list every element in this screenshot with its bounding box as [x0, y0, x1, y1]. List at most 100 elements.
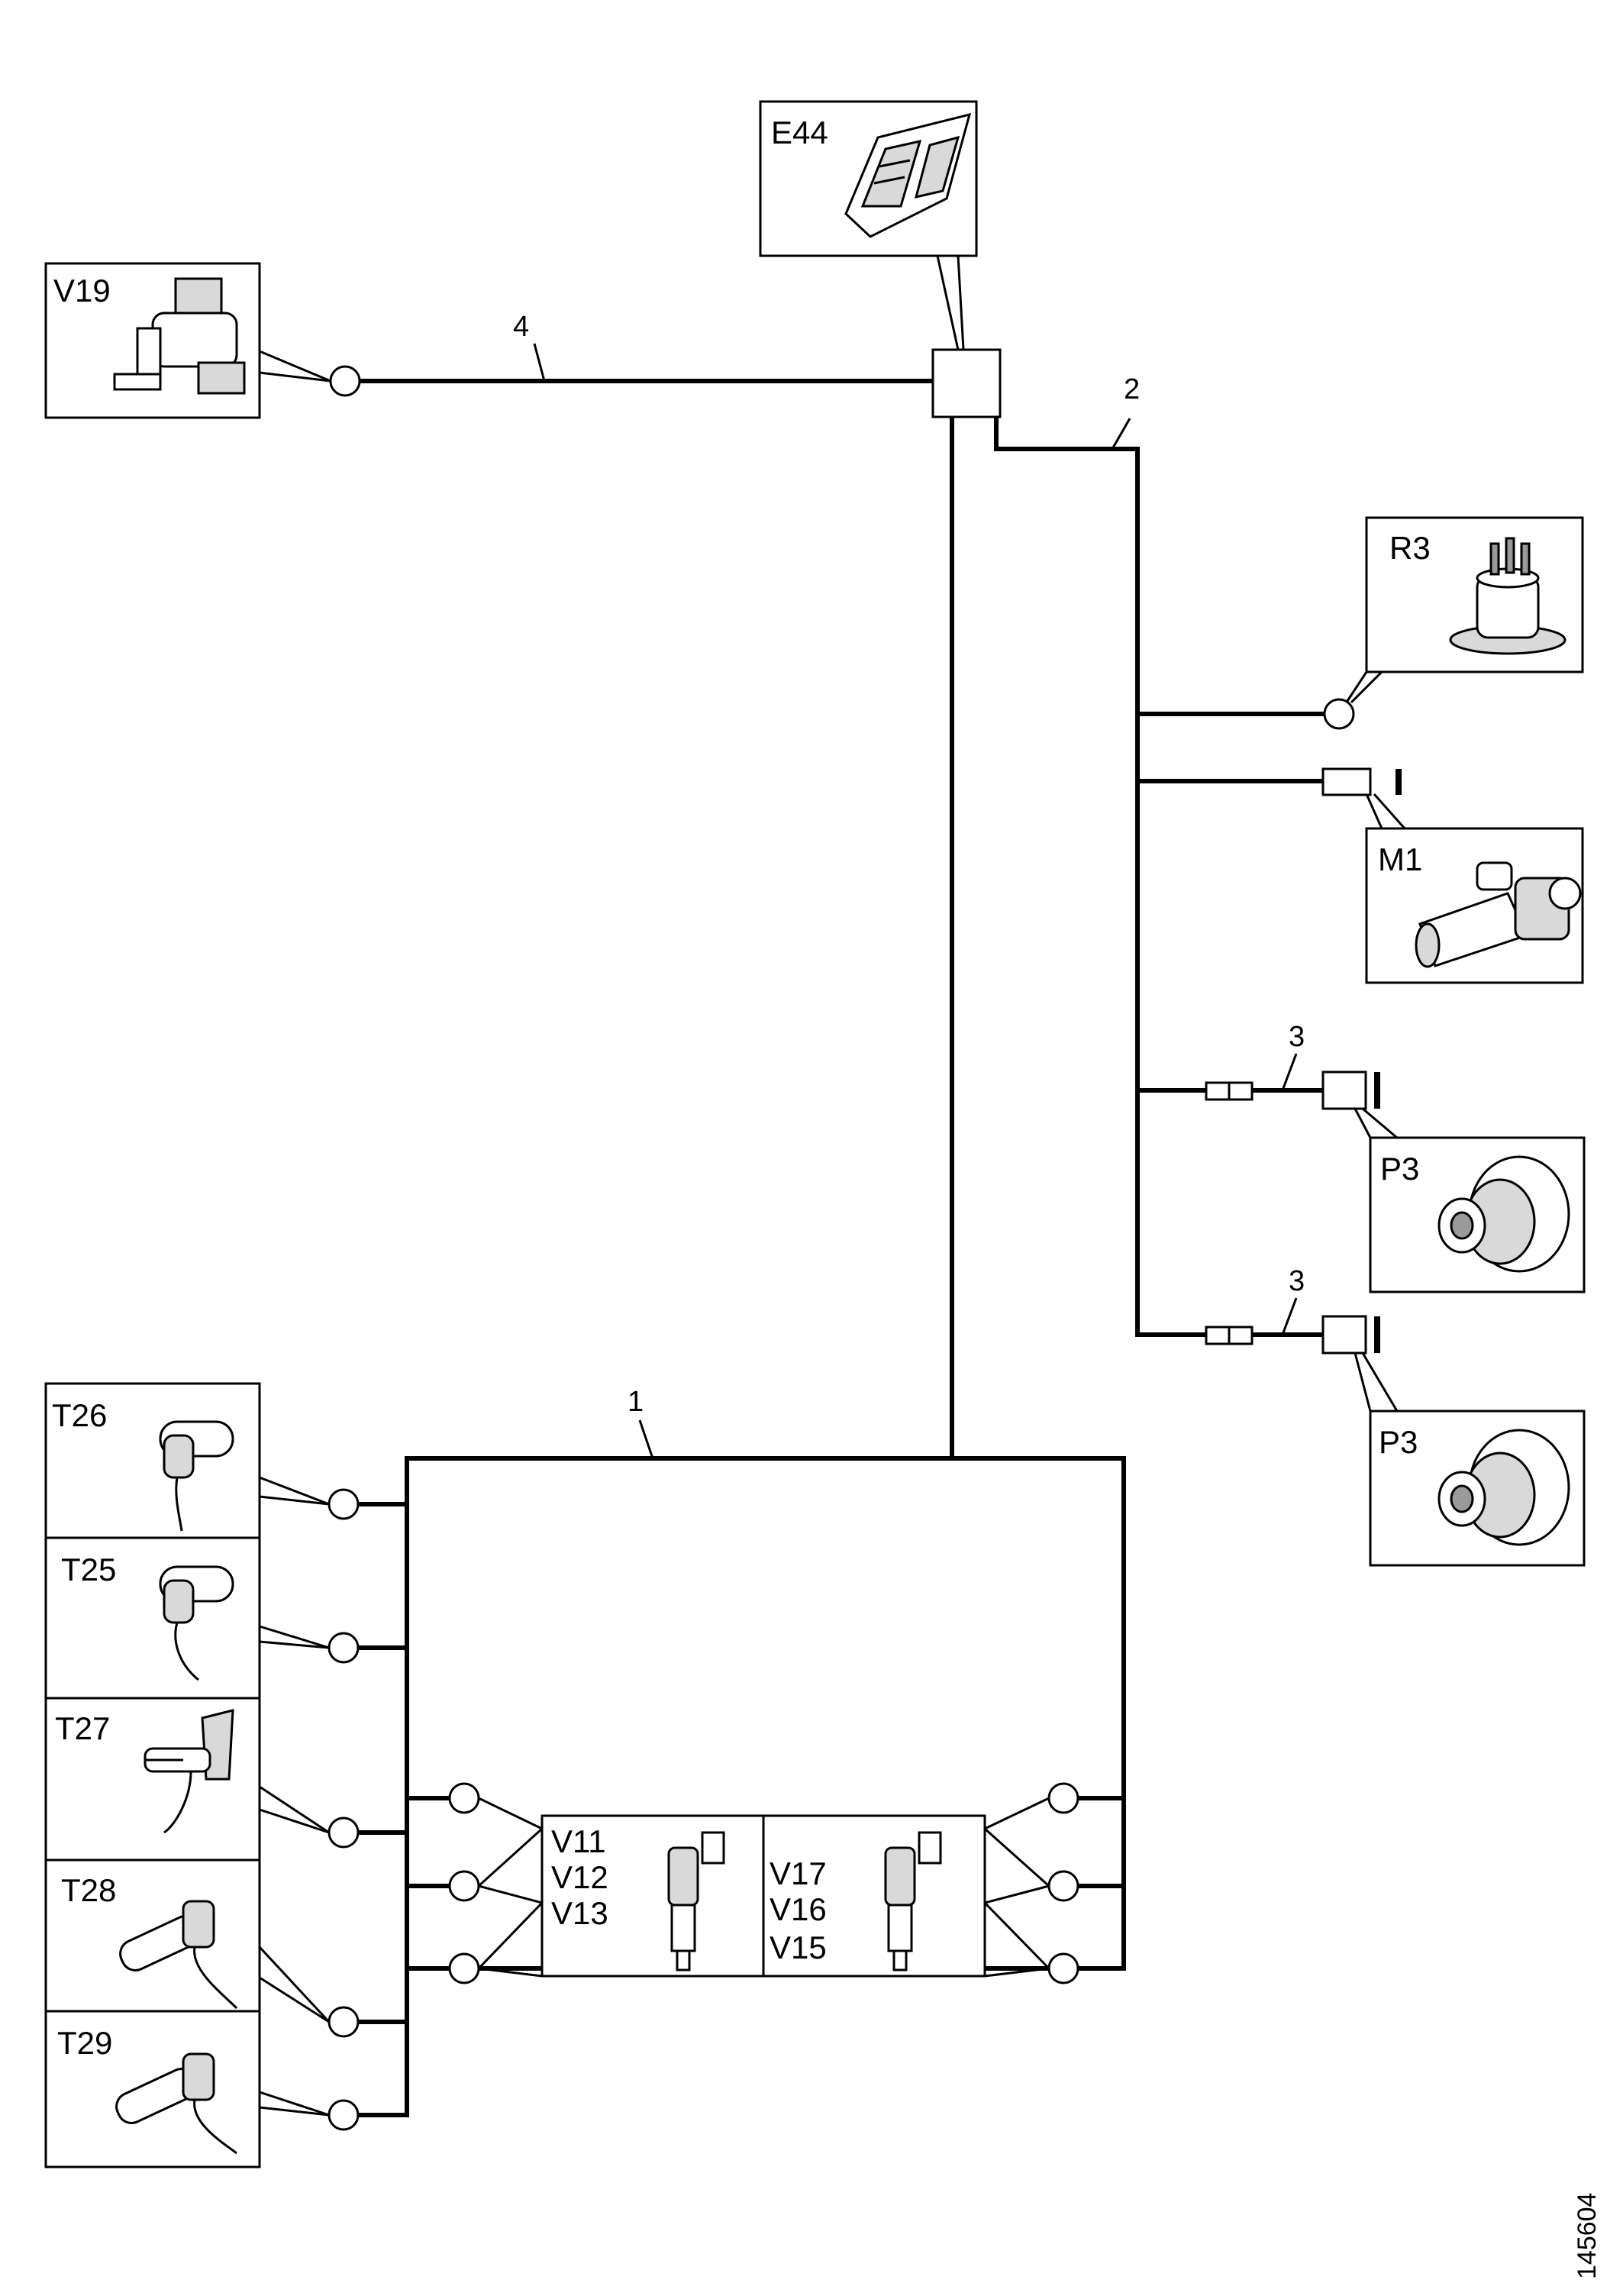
- starter-end: [1415, 922, 1441, 968]
- harness-4-number: 4: [513, 311, 529, 343]
- p3-upper-box: P3: [1369, 1136, 1586, 1293]
- ecu-detail-b: [879, 159, 911, 168]
- injector-left-coil: [667, 1846, 699, 1907]
- t26-leader-a: [259, 1476, 330, 1506]
- t28-leader-a: [258, 1946, 331, 2023]
- t28-cable: [193, 1946, 238, 2010]
- p3-upper-leader-b: [1362, 1107, 1398, 1139]
- harness-3-upper-leader: [1281, 1053, 1298, 1091]
- e44-box: E44: [759, 100, 978, 257]
- starter-solenoid: [1476, 861, 1513, 891]
- r3-connector: [1323, 698, 1355, 730]
- t29-head: [182, 2052, 215, 2101]
- harness-3-upper-inline-b: [1228, 1081, 1254, 1101]
- v11-label: V11: [551, 1823, 606, 1859]
- t25-cable: [174, 1622, 199, 1681]
- harness-3-lower-leader: [1281, 1297, 1298, 1335]
- t26-cable: [175, 1477, 183, 1532]
- harness-wires: [343, 379, 1327, 2117]
- harness-3-upper-inline-a: [1205, 1081, 1231, 1101]
- harness-2-wire: [994, 414, 1140, 1337]
- alternator-hub: [1450, 1211, 1474, 1240]
- t26-frame: [44, 1382, 261, 1539]
- injector-right-illustration: [884, 1831, 942, 1971]
- injector-left-tip: [676, 1949, 691, 1971]
- t26-sensor-illustration: [159, 1420, 234, 1532]
- v12-v13-leader: [477, 1884, 544, 1970]
- v17-connector: [1047, 1782, 1079, 1814]
- p3-lower-label: P3: [1379, 1424, 1418, 1460]
- p3-lower-leader-b: [1361, 1352, 1399, 1412]
- relay-illustration: [1449, 537, 1567, 655]
- injector-right-coil: [884, 1846, 916, 1907]
- injector-right-plug: [918, 1831, 942, 1865]
- v12-connector: [448, 1870, 480, 1902]
- v13-connector: [448, 1952, 480, 1984]
- r3-box: R3: [1365, 516, 1584, 673]
- v12-label: V12: [551, 1859, 608, 1895]
- t29-sensor-illustration: [115, 2052, 237, 2155]
- p3-upper-leader-a: [1354, 1108, 1372, 1138]
- t27-leader-b: [259, 1808, 330, 1834]
- p3-lower-leader-a: [1354, 1352, 1372, 1412]
- p3-upper-plug: [1321, 1070, 1367, 1110]
- t28-leader-b: [259, 1976, 330, 2023]
- v15-label: V15: [770, 1929, 827, 1965]
- v17-v16-leader: [983, 1797, 1050, 1887]
- e44-label: E44: [771, 115, 828, 150]
- harness-1-leader: [638, 1419, 654, 1459]
- t28-head: [182, 1900, 215, 1949]
- m1-label: M1: [1378, 841, 1422, 877]
- harness-3-lower-number: 3: [1289, 1265, 1305, 1297]
- t28-label: T28: [61, 1872, 116, 1908]
- t25-leader-a: [259, 1625, 330, 1649]
- starter-motor-illustration: [1415, 861, 1582, 968]
- t25-sensor-illustration: [159, 1565, 234, 1681]
- t29-leader-a: [259, 2091, 330, 2117]
- injector-left-illustration: [667, 1831, 725, 1971]
- p3-lower-plug-end: [1374, 1316, 1380, 1353]
- r3-label: R3: [1389, 530, 1431, 566]
- starter-gear: [1548, 877, 1582, 910]
- alternator-hub-2: [1450, 1484, 1474, 1513]
- alternator-lower-illustration: [1437, 1429, 1570, 1546]
- harness-3-upper-number: 3: [1289, 1021, 1305, 1053]
- harness-1-number: 1: [628, 1386, 644, 1418]
- ecu-illustration: [844, 112, 972, 238]
- callout-leaders: [258, 255, 1406, 2117]
- t25-leader-b: [259, 1640, 330, 1649]
- v13-label: V13: [551, 1895, 608, 1931]
- r3-leader-b: [1350, 670, 1383, 704]
- t26-leader-b: [259, 1495, 330, 1506]
- figure-number: 145604: [1573, 2193, 1602, 2279]
- m1-plug-end: [1396, 769, 1402, 795]
- harness-2-leader: [1111, 418, 1131, 450]
- t28-sensor-illustration: [119, 1900, 238, 2010]
- harness-2-number: 2: [1124, 373, 1140, 405]
- t27-sensor-illustration: [144, 1709, 234, 1834]
- v19-leader-b: [259, 371, 331, 383]
- harness-3-lower-inline-b: [1228, 1326, 1254, 1345]
- injector-left-plug: [701, 1831, 725, 1865]
- p3-upper-plug-end: [1374, 1072, 1380, 1109]
- t28-connector: [328, 2006, 360, 2038]
- t26-body: [163, 1434, 195, 1479]
- p3-upper-label: P3: [1380, 1151, 1419, 1187]
- v11-connector: [448, 1782, 480, 1814]
- v19-label: V19: [53, 273, 111, 308]
- t25-body: [163, 1579, 195, 1624]
- r3-leader-a: [1346, 671, 1368, 702]
- injector-box: V11 V12 V13 V17 V16 V15: [540, 1814, 986, 1978]
- m1-box: M1: [1365, 827, 1584, 984]
- injector-right-tip: [892, 1949, 908, 1971]
- solenoid-valve-illustration: [113, 277, 246, 395]
- relay-post-b: [1505, 537, 1515, 574]
- junction-box: [931, 348, 1002, 418]
- relay-post-a: [1489, 542, 1500, 576]
- t26-connector: [328, 1488, 360, 1520]
- injector-left-body: [670, 1904, 696, 1952]
- t27-label: T27: [55, 1710, 110, 1746]
- t29-leader-b: [259, 2106, 330, 2117]
- t29-label: T29: [57, 2025, 112, 2061]
